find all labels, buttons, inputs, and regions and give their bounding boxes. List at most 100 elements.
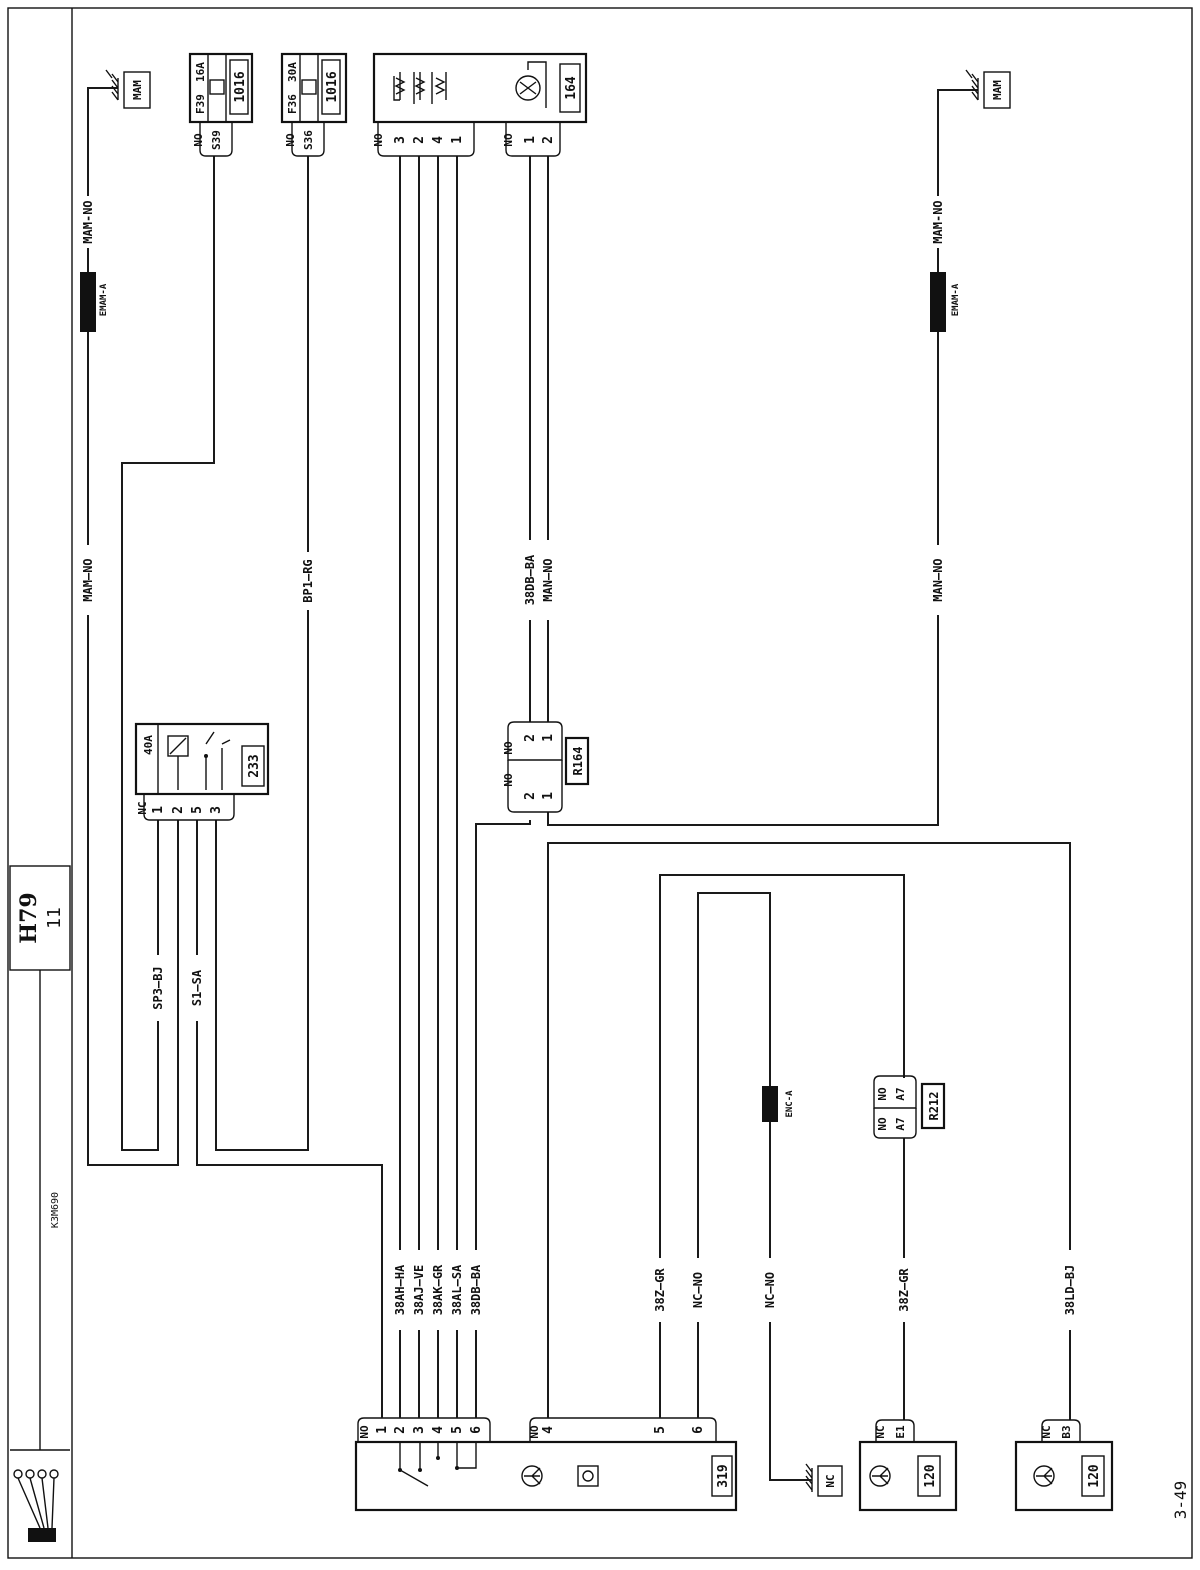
splice-emam-1 (80, 272, 96, 332)
injector-icon (521, 1465, 543, 1487)
svg-text:A7: A7 (894, 1087, 907, 1100)
sensor-120-b3: NC B3 120 (1014, 1419, 1114, 1512)
svg-text:NO: NO (876, 1117, 889, 1131)
title-block: H79 11 K3M690 (9, 865, 71, 1542)
svg-text:3: 3 (209, 806, 224, 814)
fan-unit-id: 164 (564, 76, 579, 100)
svg-text:B3: B3 (1060, 1425, 1073, 1438)
connector-r212: NO A7 NO A7 R212 (873, 1075, 946, 1139)
fan-motor-icon (515, 61, 547, 108)
svg-text:2: 2 (523, 734, 538, 742)
engine-ecu-icon (577, 1465, 599, 1487)
fuse-f39-id: 1016 (233, 71, 248, 102)
label-38z-a: 38Z—GR (653, 1268, 667, 1312)
label-sp3: SP3—BJ (151, 966, 165, 1009)
sensor-b3-id: 120 (1087, 1464, 1102, 1488)
wire-s1 (196, 820, 383, 1330)
svg-text:F36: F36 (286, 94, 299, 114)
svg-text:S39: S39 (210, 130, 223, 150)
wire-38ld (547, 842, 1071, 1330)
label-mam-no-2: MAM-NO (931, 200, 945, 243)
injector-icon (1033, 1465, 1055, 1487)
diagram-sub: 11 (44, 907, 65, 929)
svg-text:A7: A7 (894, 1117, 907, 1130)
fuse-f36: 30A F36 1016 NO S36 (280, 52, 348, 157)
svg-text:1: 1 (541, 792, 556, 800)
label-s1: S1—SA (190, 969, 204, 1006)
label-emam-1: EMAM-A (99, 283, 109, 316)
diagram-code: H79 (16, 892, 42, 943)
label-r164-b: MAN—NO (541, 558, 555, 601)
computer-wire-stubs (381, 1165, 1071, 1481)
label-emam-2: EMAM-A (951, 283, 961, 316)
svg-text:NO: NO (876, 1087, 889, 1101)
svg-text:3: 3 (412, 1426, 427, 1434)
label-38ah: 38AH—HA (393, 1264, 407, 1315)
connector-r164: NO 2 1 NO 2 1 R164 (502, 721, 590, 813)
svg-text:5: 5 (450, 1426, 465, 1434)
vehicle-code: K3M690 (50, 1192, 61, 1228)
svg-text:2: 2 (171, 806, 186, 814)
svg-text:S36: S36 (302, 130, 315, 150)
svg-text:4: 4 (431, 1426, 446, 1434)
label-mam-no-1: MAM-NO (81, 200, 95, 243)
computer-id: 319 (716, 1464, 731, 1487)
svg-text:E1: E1 (894, 1425, 907, 1439)
svg-text:NO: NO (528, 1425, 541, 1439)
svg-text:30A: 30A (286, 62, 299, 82)
relay-id: 233 (247, 754, 262, 777)
label-mam-no-mid-1: MAM—NO (81, 558, 95, 601)
svg-text:NC: NC (1040, 1425, 1053, 1438)
svg-text:16A: 16A (194, 62, 207, 82)
label-38ld: 38LD—BJ (1063, 1265, 1077, 1316)
svg-text:F39: F39 (194, 94, 207, 114)
connector-r164-id: R164 (571, 747, 585, 776)
wire-38db (475, 820, 531, 1330)
svg-text:NC: NC (136, 801, 149, 814)
wire-sp3 (121, 156, 215, 1151)
fuse-f36-id: 1016 (325, 71, 340, 102)
label-38aj: 38AJ—VE (412, 1265, 426, 1316)
connector-r212-id: R212 (927, 1092, 941, 1121)
svg-text:2: 2 (523, 792, 538, 800)
sensor-e1-id: 120 (923, 1464, 938, 1488)
label-r164-a: 38DB—BA (523, 554, 537, 605)
svg-text:1: 1 (450, 136, 465, 144)
svg-text:2: 2 (412, 136, 427, 144)
ground-mam-2-label: MAM (991, 80, 1004, 100)
fuse-f39: 16A F39 1016 NO S39 (188, 52, 254, 157)
computer-319-body: NO 1 2 3 4 5 6 NO 4 5 6 319 (354, 1417, 738, 1512)
splice-emam-2 (930, 272, 946, 332)
svg-text:NO: NO (284, 133, 297, 147)
svg-text:6: 6 (469, 1426, 484, 1434)
svg-text:NO: NO (358, 1425, 371, 1439)
svg-text:NO: NO (502, 741, 515, 755)
svg-text:2: 2 (541, 136, 556, 144)
wire-38z-a (659, 874, 905, 1330)
svg-text:6: 6 (691, 1426, 706, 1434)
wire-nc-no (697, 892, 812, 1481)
svg-text:40A: 40A (142, 735, 155, 755)
page-reference: 3-49 (1171, 1481, 1190, 1520)
label-38ak: 38AK—GR (431, 1264, 445, 1315)
svg-text:NO: NO (192, 133, 205, 147)
splice-enc (762, 1086, 778, 1122)
relay-233: 40A 233 NC 1 2 5 3 (134, 722, 270, 821)
svg-text:5: 5 (653, 1426, 668, 1434)
ground-nc-label: NC (824, 1474, 837, 1487)
wire-mam-2 (547, 89, 978, 826)
injector-icon (869, 1465, 891, 1487)
svg-text:5: 5 (190, 806, 205, 814)
label-enc: ENC-A (785, 1090, 795, 1118)
svg-text:NO: NO (502, 773, 515, 787)
svg-text:1: 1 (375, 1426, 390, 1434)
label-38al: 38AL—SA (450, 1264, 464, 1315)
svg-text:1: 1 (151, 806, 166, 814)
label-nc-no: NC—NO (691, 1272, 705, 1308)
ground-mam-1-label: MAM (131, 80, 144, 100)
fan-unit-164: 164 NO 3 2 4 1 NO 1 2 (372, 52, 588, 157)
label-nc-no-2: NC—NO (763, 1272, 777, 1308)
wire-labels: MAM-NO EMAM-A MAM—NO BP1—RG 38DB—BA MAN—… (78, 196, 1080, 1330)
